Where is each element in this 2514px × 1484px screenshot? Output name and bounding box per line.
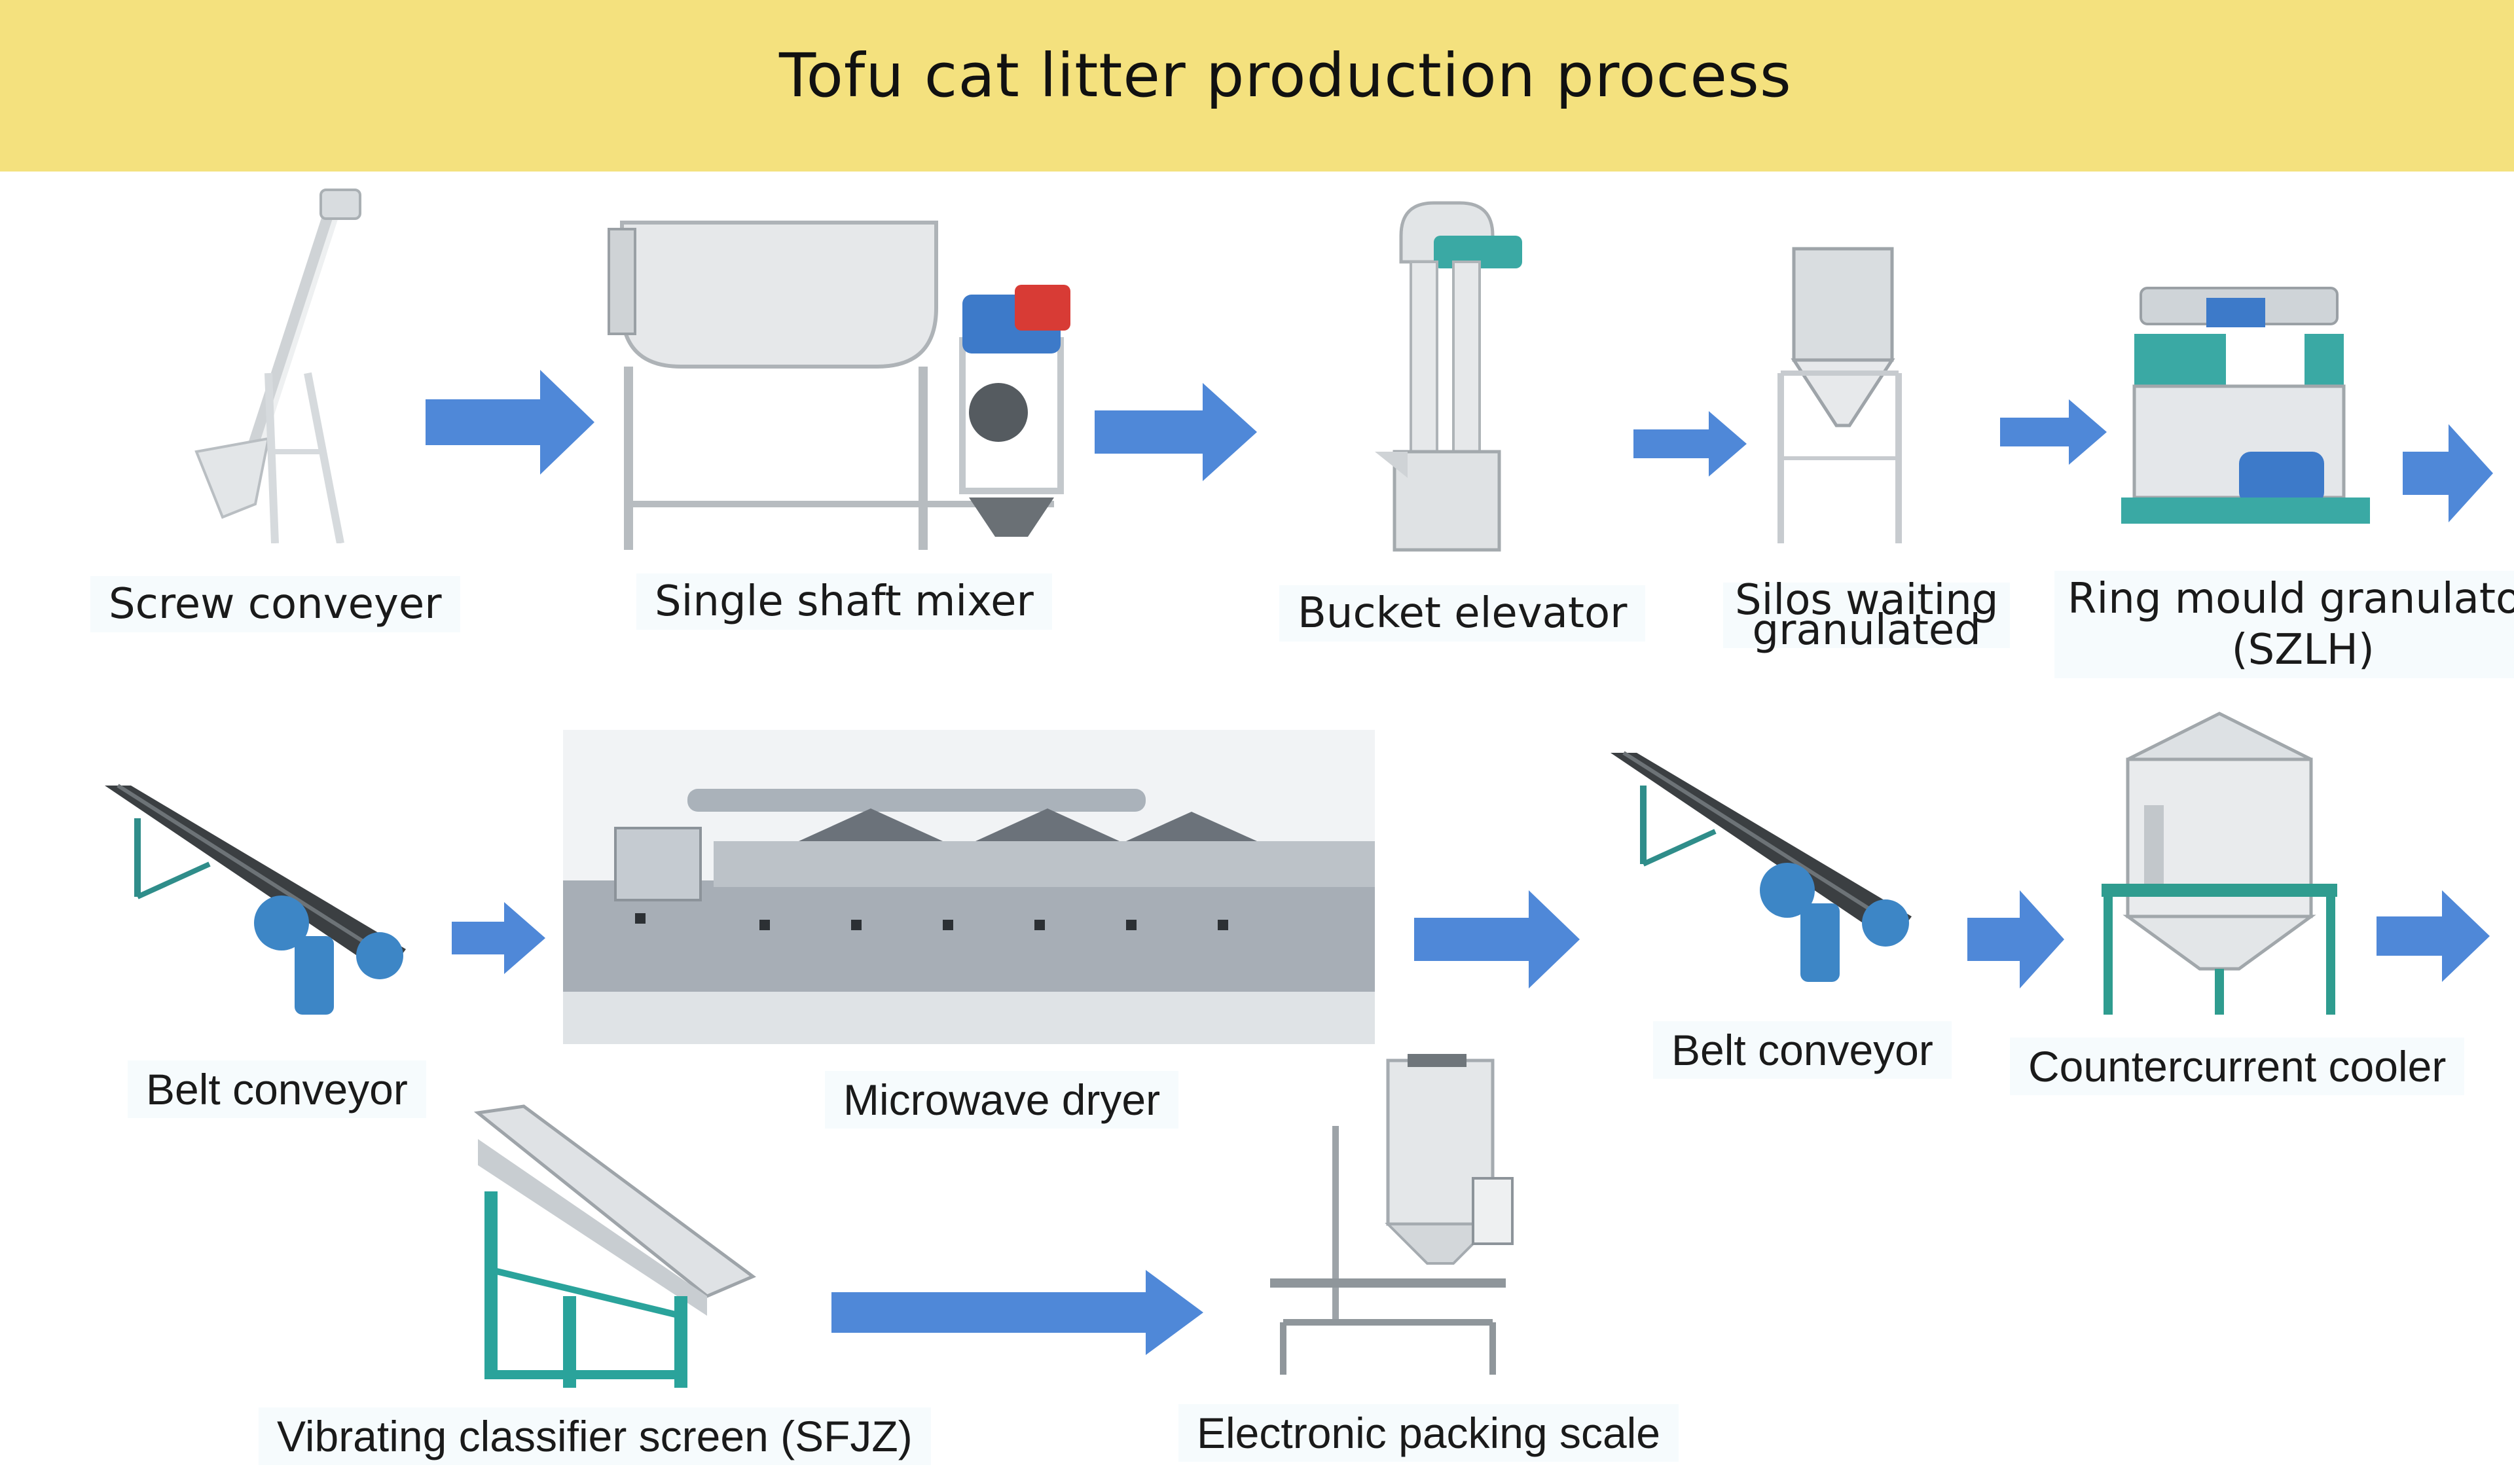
flow-arrow (1967, 890, 2064, 988)
label-silos-line2: granulated (1752, 606, 1981, 655)
label-single-shaft-mixer: Single shaft mixer (636, 573, 1052, 630)
microwave-dryer-image (563, 730, 1375, 1044)
label-electronic-packing-scale: Electronic packing scale (1178, 1404, 1679, 1462)
label-belt-conveyor-1: Belt conveyor (128, 1060, 426, 1118)
label-ring-mould-granulator: Ring mould granulator (SZLH) (2054, 571, 2514, 678)
flow-arrow (2403, 424, 2493, 522)
belt-conveyor-image (1611, 751, 1912, 982)
flow-arrow (831, 1270, 1203, 1355)
flow-arrow (452, 902, 545, 974)
label-silos: Silos waiting granulated (1723, 576, 2011, 655)
electronic-packing-scale-image (1270, 1054, 1514, 1375)
label-microwave-dryer: Microwave dryer (825, 1071, 1179, 1129)
label-vibrating-classifier-screen: Vibrating classifier screen (SFJZ) (259, 1407, 931, 1465)
flow-arrow (2000, 399, 2107, 465)
label-granulator-line2: (SZLH) (2231, 626, 2375, 674)
label-screw-conveyer: Screw conveyer (90, 576, 460, 632)
silos-image (1777, 247, 1902, 543)
flow-arrow (1414, 890, 1580, 988)
flow-arrow (1633, 411, 1747, 477)
diagram-title: Tofu cat litter production process (779, 41, 1792, 111)
label-granulator-line1: Ring mould granulator (2068, 575, 2514, 623)
flow-arrow (2377, 890, 2490, 982)
screw-conveyer-image (194, 189, 361, 543)
bucket-elevator-image (1375, 201, 1522, 552)
vibrating-classifier-screen-image (473, 1104, 756, 1388)
belt-conveyor-image (105, 784, 406, 1015)
label-belt-conveyor-2: Belt conveyor (1653, 1021, 1952, 1079)
label-silos-line1: Silos waiting (1735, 576, 1999, 624)
flow-arrow (1095, 383, 1257, 481)
flow-arrow (426, 370, 594, 475)
label-countercurrent-cooler: Countercurrent cooler (2010, 1038, 2465, 1095)
single-shaft-mixer-image (608, 221, 1070, 550)
countercurrent-cooler-image (2102, 712, 2337, 1015)
title-banner (0, 0, 2514, 172)
label-bucket-elevator: Bucket elevator (1279, 585, 1646, 642)
ring-mould-granulator-image (2121, 287, 2370, 524)
